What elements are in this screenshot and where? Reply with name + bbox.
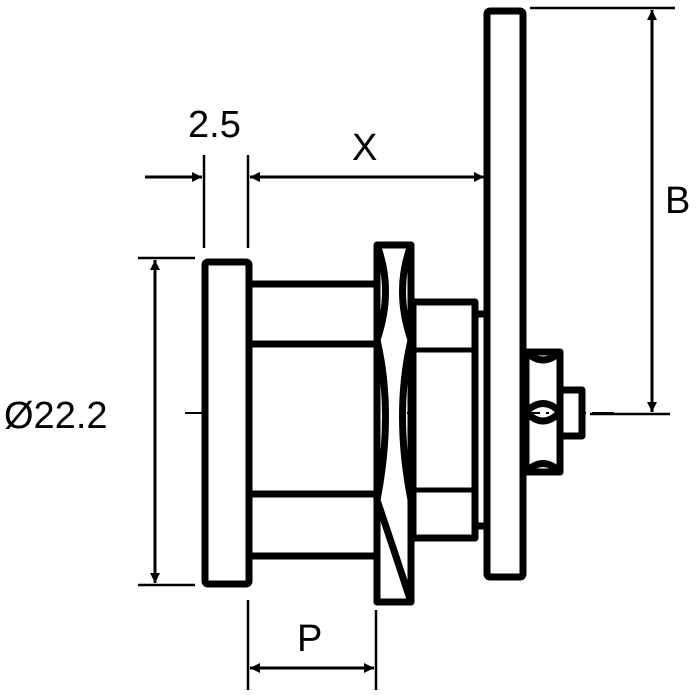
barrel-middle <box>245 340 385 498</box>
hex-nut <box>373 241 415 606</box>
threaded-collar <box>409 298 479 542</box>
barrel-upper <box>245 280 385 348</box>
label-panel-range: P <box>297 618 322 660</box>
cam-plate <box>483 7 527 581</box>
label-cam-height: B <box>665 180 690 222</box>
front-flange <box>201 258 253 588</box>
rear-screw <box>556 386 586 440</box>
label-diameter: Ø22.2 <box>4 395 108 437</box>
barrel-lower <box>245 490 385 560</box>
label-body-length: X <box>352 127 377 169</box>
label-flange-thickness: 2.5 <box>188 104 241 146</box>
dimension-lines <box>138 6 675 690</box>
lock-body <box>201 7 586 606</box>
rear-hex-nut <box>522 348 564 476</box>
